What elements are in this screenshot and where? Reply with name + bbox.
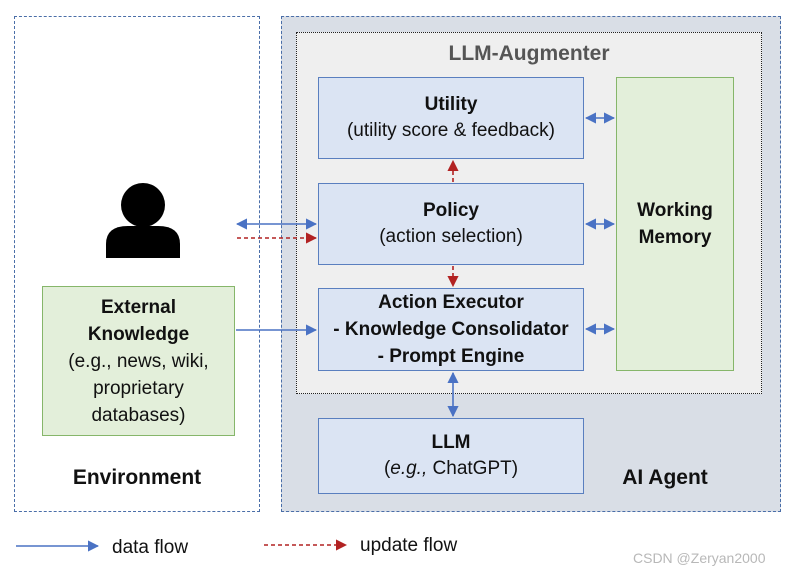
policy-title: Policy bbox=[423, 200, 479, 221]
environment-region bbox=[14, 16, 260, 512]
executor-knowledge-consolidator: - Knowledge Consolidator bbox=[333, 319, 569, 340]
executor-title: Action Executor bbox=[378, 292, 524, 313]
external-title-line2: Knowledge bbox=[87, 323, 190, 345]
legend-update-flow-label: update flow bbox=[360, 535, 458, 556]
policy-box: Policy (action selection) bbox=[318, 183, 584, 265]
executor-prompt-engine: - Prompt Engine bbox=[377, 346, 525, 367]
policy-subtitle: (action selection) bbox=[379, 226, 523, 247]
environment-label: Environment bbox=[72, 466, 202, 489]
action-executor-box: Action Executor - Knowledge Consolidator… bbox=[318, 288, 584, 371]
external-desc-line1: (e.g., news, wiki, bbox=[68, 350, 209, 372]
ai-agent-label: AI Agent bbox=[622, 466, 708, 489]
augmenter-title: LLM-Augmenter bbox=[448, 42, 610, 65]
utility-title: Utility bbox=[424, 94, 478, 115]
person-silhouette-icon bbox=[106, 183, 180, 258]
llm-subtitle: (e.g., ChatGPT) bbox=[383, 458, 519, 479]
watermark: CSDN @Zeryan2000 bbox=[633, 550, 766, 566]
utility-subtitle: (utility score & feedback) bbox=[346, 120, 556, 141]
working-memory-line1: Working bbox=[637, 200, 713, 221]
legend-data-flow-label: data flow bbox=[112, 537, 189, 558]
llm-title: LLM bbox=[431, 432, 471, 453]
external-desc-line3: databases) bbox=[91, 404, 186, 426]
working-memory-box: Working Memory bbox=[616, 77, 734, 371]
working-memory-line2: Memory bbox=[638, 227, 712, 248]
utility-box: Utility (utility score & feedback) bbox=[318, 77, 584, 159]
external-knowledge-box: External Knowledge (e.g., news, wiki, pr… bbox=[42, 286, 235, 436]
external-desc-line2: proprietary bbox=[93, 377, 184, 399]
external-title-line1: External bbox=[101, 296, 176, 318]
llm-box: LLM (e.g., ChatGPT) bbox=[318, 418, 584, 494]
